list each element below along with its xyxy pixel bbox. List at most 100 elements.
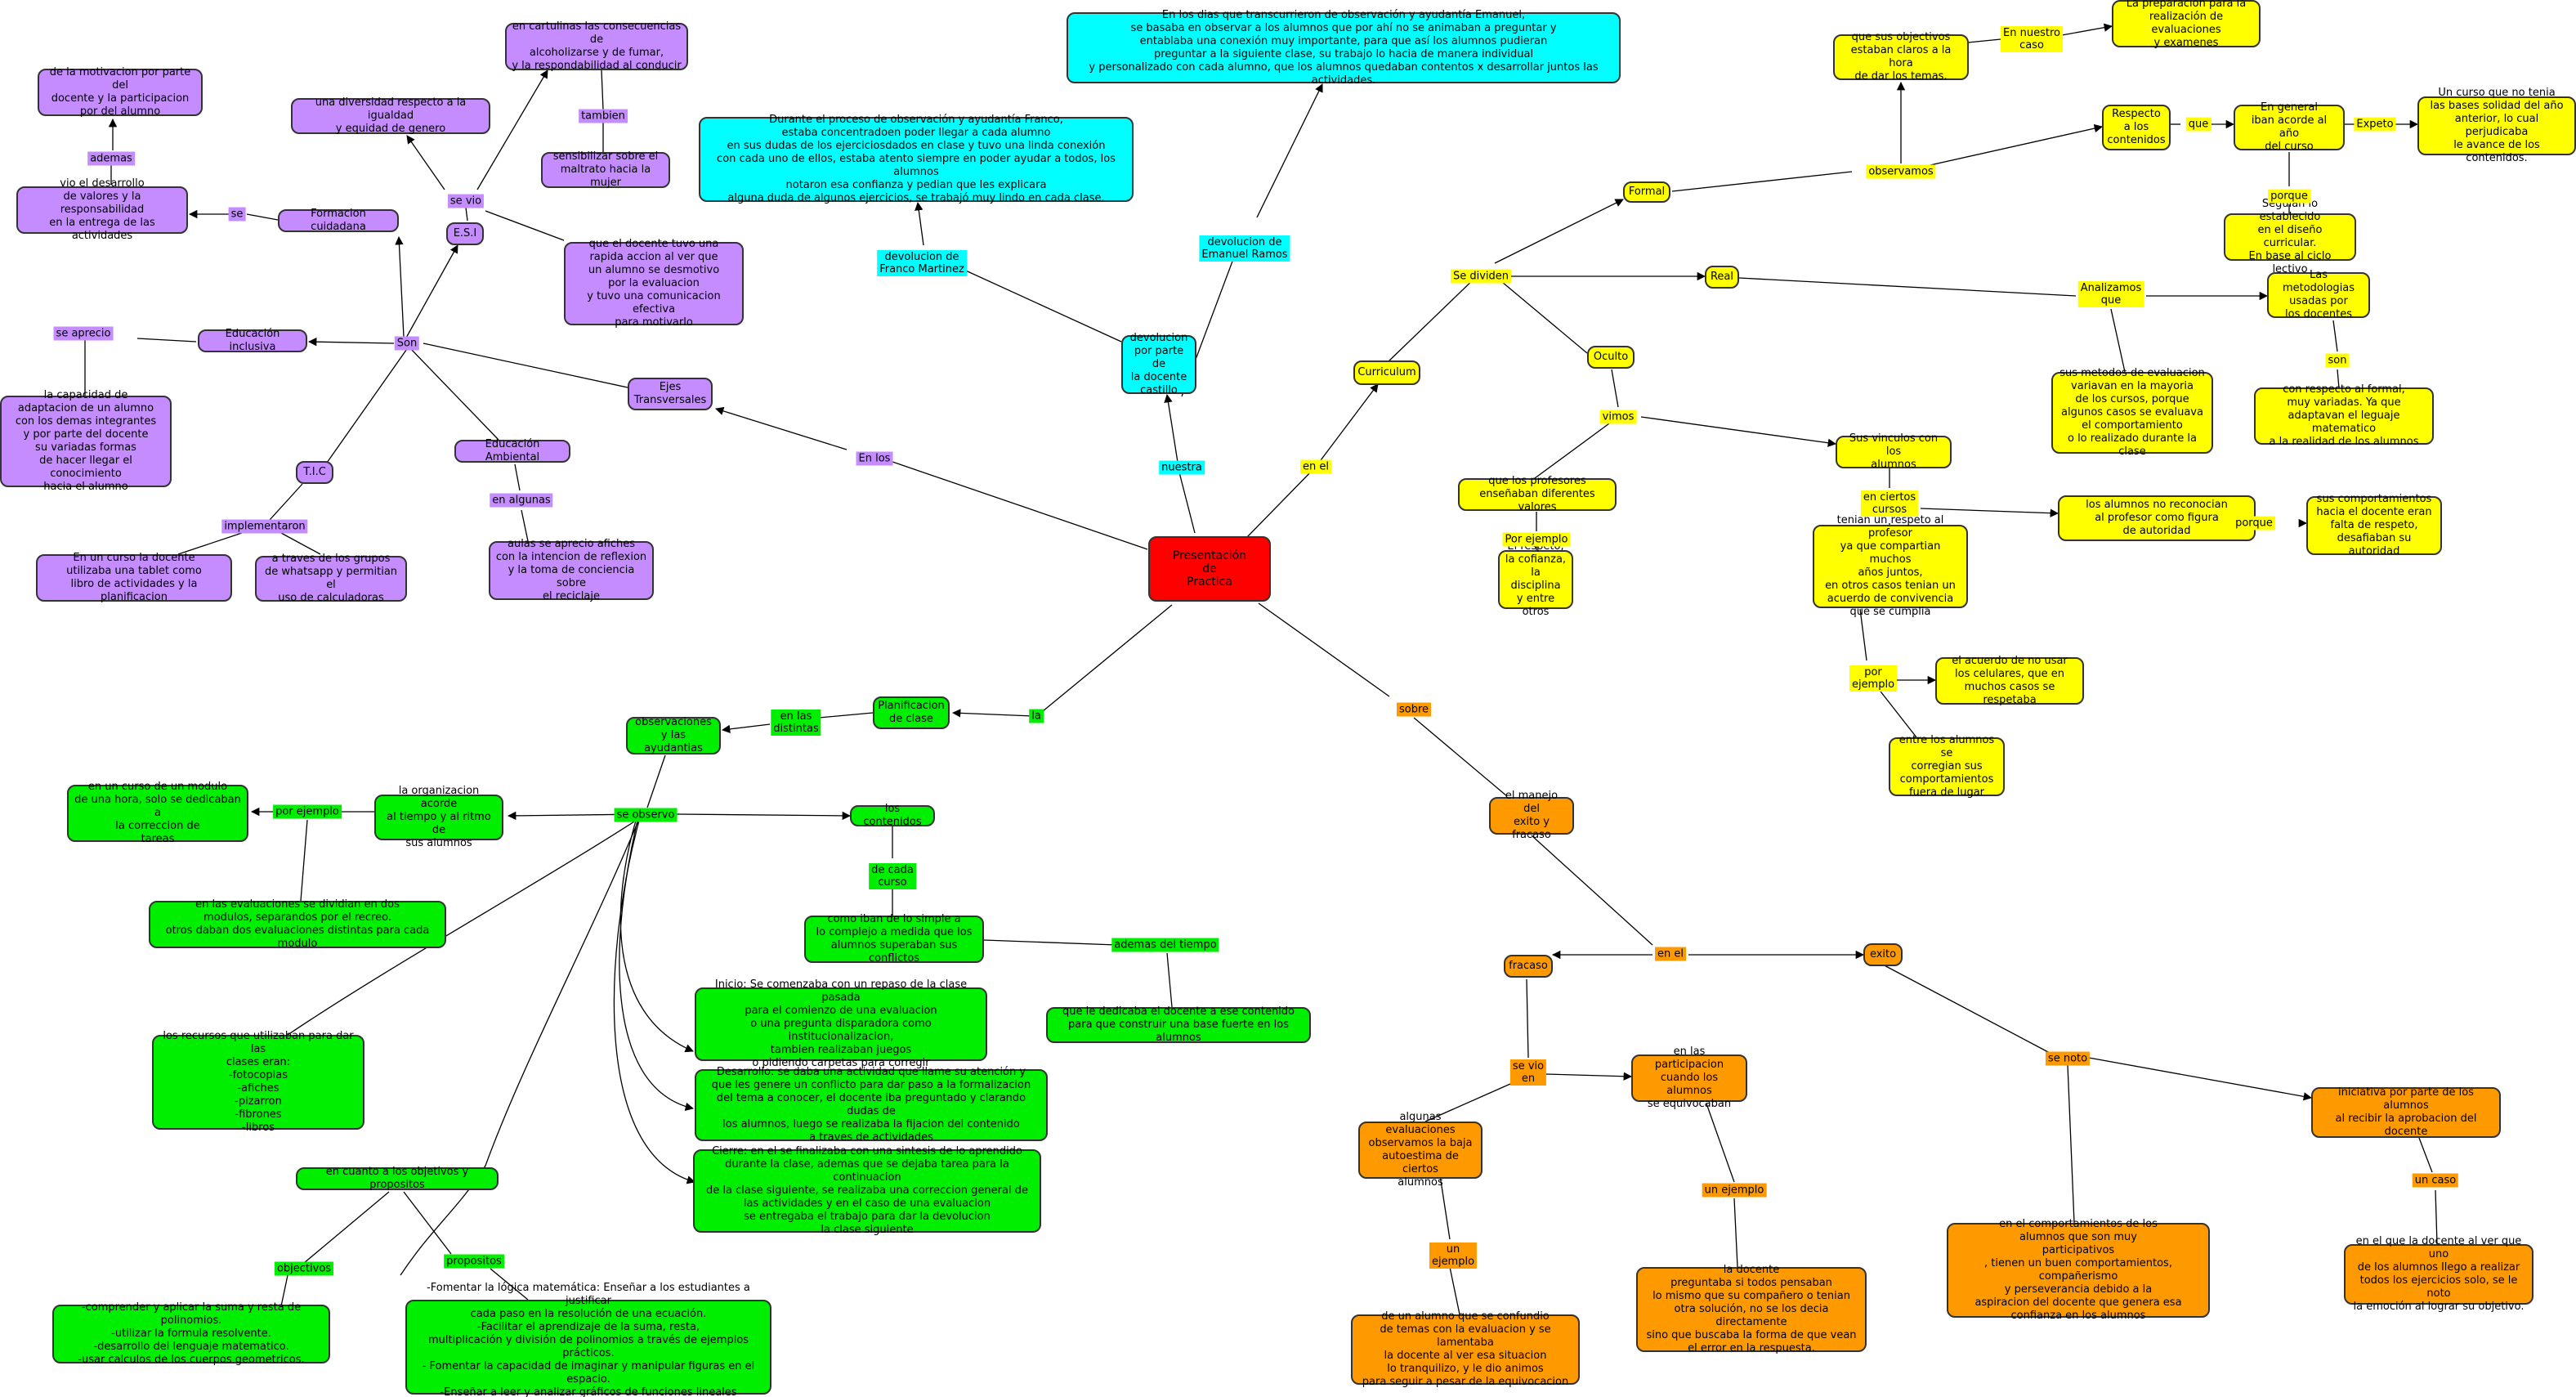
- link-label-porque-vinculos: porque: [2233, 516, 2275, 531]
- curso-modulo-node[interactable]: en un curso de un modulo de una hora, so…: [67, 781, 248, 845]
- link-label-un-ejemplo-fracaso: un ejemplo: [1429, 1243, 1478, 1269]
- educacion-inclusiva-node[interactable]: Educación inclusiva: [198, 328, 307, 353]
- whatsapp-node[interactable]: a traves de los grupos de whatsapp y per…: [255, 553, 407, 604]
- link-label-porque-formal: porque: [2268, 189, 2310, 204]
- afiches-node[interactable]: aulas se aprecio afiches con la intencio…: [489, 538, 654, 602]
- link-label-se-dividen: Se dividen: [1450, 269, 1512, 284]
- link-label-nuestra: nuestra: [1159, 460, 1205, 475]
- alumno-confundio-node[interactable]: de un alumno que se confundio de temas c…: [1351, 1310, 1580, 1388]
- link-label-en-algunas: en algunas: [490, 493, 553, 508]
- link-label-tambien: tambien: [579, 109, 628, 123]
- oculto-node[interactable]: Oculto: [1587, 346, 1635, 369]
- link-label-de-cada-curso: de cada curso: [869, 863, 916, 889]
- link-label-en-el: en el: [1300, 459, 1331, 474]
- base-fuerte-node[interactable]: que le dedicaba el docente a ese conteni…: [1046, 1005, 1311, 1044]
- evaluaciones-modulos-node[interactable]: en las evaluaciones se dividian en dos m…: [149, 898, 446, 950]
- recursos-node[interactable]: los recursos que utilizaban para dar las…: [152, 1030, 364, 1134]
- root-node[interactable]: Presentación de Practica: [1148, 536, 1271, 602]
- cierre-node[interactable]: Cierre: en el se finalizaba con una sint…: [693, 1145, 1041, 1236]
- link-label-devolucion-emanuel: devolucion de Emanuel Ramos: [1199, 235, 1290, 262]
- desarrollo-node[interactable]: Desarrollo: se daba una actividad que ll…: [695, 1066, 1048, 1144]
- fracaso-node[interactable]: fracaso: [1504, 955, 1553, 978]
- formal-node[interactable]: Formal: [1623, 181, 1670, 203]
- seguian-node[interactable]: Seguian lo establecido en el diseño curr…: [2224, 198, 2356, 275]
- docente-pidio-node[interactable]: en el que la docente al ver que uno de l…: [2344, 1235, 2534, 1313]
- respeto-profesor-node[interactable]: tenian un respeto al profesor ya que com…: [1813, 514, 1968, 618]
- en-general-node[interactable]: En general iban acorde al año del curso: [2234, 101, 2345, 153]
- respeto-node[interactable]: El respeto, la cofianza, la disciplina y…: [1498, 540, 1573, 618]
- curriculum-node[interactable]: Curriculum: [1353, 360, 1420, 385]
- diversidad-node[interactable]: una diversidad respecto a la igualdad y …: [291, 96, 490, 135]
- respecto-contenidos-node[interactable]: Respecto a los contenidos: [2102, 105, 2171, 150]
- vio-desarrollo-node[interactable]: vio el desarrollo de valores y la respon…: [16, 177, 188, 242]
- tic-node[interactable]: T.I.C: [296, 461, 333, 484]
- link-label-un-ejemplo-participacion: un ejemplo: [1702, 1183, 1767, 1198]
- objetivos-text-node[interactable]: -comprender y aplicar la suma y resta de…: [52, 1301, 330, 1366]
- cartulinas-node[interactable]: en cartulinas las consecuencias de alcoh…: [505, 20, 688, 72]
- celulares-node[interactable]: el acuerdo de no usar los celulares, que…: [1935, 655, 2084, 706]
- corregian-node[interactable]: entre los alumnos se corregian sus compo…: [1889, 734, 2005, 799]
- profesores-valores-node[interactable]: que los profesores enseñaban diferentes …: [1458, 475, 1617, 513]
- metodologias-node[interactable]: Las metodologias usadas por los docentes: [2267, 269, 2370, 320]
- link-label-en-los: En los: [856, 451, 893, 466]
- link-label-expeto: Expeto: [2354, 117, 2396, 132]
- objetivos-claros-node[interactable]: que sus objectivos estaban claros a la h…: [1833, 31, 1969, 83]
- comportamientos-participativos-node[interactable]: en el comportamientos de los alumnos que…: [1947, 1218, 2210, 1322]
- emanuel-text-node[interactable]: En los dias que transcurrieron de observ…: [1067, 9, 1621, 87]
- docente-preguntaba-node[interactable]: la docente preguntaba si todos pensaban …: [1636, 1264, 1867, 1354]
- link-label-ademas-tiempo: ademas del tiempo: [1111, 938, 1219, 952]
- tablet-node[interactable]: En un curso la docente utilizaba una tab…: [36, 552, 232, 603]
- curso-no-tenia-node[interactable]: Un curso que no tenia las bases solidad …: [2417, 87, 2576, 164]
- iniciativa-node[interactable]: iniciativa por parte de los alumnos al r…: [2311, 1086, 2501, 1138]
- organizacion-node[interactable]: la organizacion acorde al tiempo y al ri…: [374, 785, 503, 849]
- franco-text-node[interactable]: Durante el proceso de observación y ayud…: [699, 114, 1134, 204]
- docente-tuvo-node[interactable]: que el docente tuvo una rapida accion al…: [564, 238, 744, 329]
- link-label-sobre: sobre: [1396, 702, 1432, 717]
- link-label-por-ejemplo-oculto: Por ejemplo: [1502, 532, 1571, 547]
- observaciones-node[interactable]: observaciones y las ayudantias: [626, 716, 721, 754]
- link-label-son: son: [2325, 353, 2350, 368]
- link-label-un-caso: un caso: [2412, 1173, 2459, 1188]
- no-reconocian-node[interactable]: los alumnos no reconocian al profesor co…: [2058, 495, 2256, 541]
- propositos-text-node[interactable]: -Fomentar la lógica matemática: Enseñar …: [405, 1282, 771, 1397]
- sensibilizar-node[interactable]: sensibilizar sobre el maltrato hacia la …: [541, 150, 670, 189]
- participacion-node[interactable]: en las participacion cuando los alumnos …: [1631, 1046, 1747, 1110]
- link-label-por-ejemplo-organizacion: por ejemplo: [273, 804, 342, 819]
- vinculos-node[interactable]: Sus vinculos con los alumnos: [1836, 432, 1952, 471]
- link-label-vimos: vimos: [1599, 410, 1637, 424]
- manejo-node[interactable]: el manejo del exito y fracaso: [1489, 790, 1574, 841]
- link-label-se-vio-en: se vio en: [1509, 1059, 1547, 1086]
- link-label-la: la: [1029, 709, 1044, 723]
- link-label-objectivos: objectivos: [274, 1261, 334, 1276]
- capacidad-node[interactable]: la capacidad de adaptacion de un alumno …: [0, 389, 172, 493]
- esi-node[interactable]: E.S.I: [446, 222, 484, 245]
- link-label-observamos: observamos: [1866, 164, 1936, 179]
- exito-node[interactable]: exito: [1863, 943, 1903, 966]
- simple-complejo-node[interactable]: como iban de lo simple a lo complejo a m…: [804, 913, 984, 965]
- motivacion-node[interactable]: de la motivacion por parte del docente y…: [38, 66, 203, 118]
- link-label-en-el-manejo: en el: [1655, 947, 1686, 961]
- objetivos-propositos-node[interactable]: en cuanto a los objetivos y propositos: [296, 1166, 499, 1191]
- link-label-en-ciertos-cursos: en ciertos cursos: [1860, 490, 1919, 517]
- real-node[interactable]: Real: [1705, 266, 1739, 289]
- devolucion-node[interactable]: devolucion por parte de la docente casti…: [1121, 332, 1196, 396]
- ejes-node[interactable]: Ejes Transversales: [628, 378, 713, 410]
- link-label-son-ejes: Son: [394, 336, 420, 351]
- formacion-node[interactable]: Formacion cuidadana: [278, 208, 399, 233]
- preparacion-node[interactable]: La preparación para la realización de ev…: [2112, 0, 2261, 49]
- link-label-se-vio-esi: se vio: [447, 194, 485, 208]
- link-label-se-noto: se noto: [2045, 1051, 2091, 1066]
- comportamientos-node[interactable]: sus comportamientos hacia el docente era…: [2306, 493, 2442, 557]
- evaluaciones-baja-node[interactable]: algunas evaluaciones observamos la baja …: [1358, 1111, 1483, 1189]
- metodos-eval-node[interactable]: sus metodos de evaluacion variavan en la…: [2051, 367, 2213, 458]
- link-label-ademas: ademas: [87, 151, 135, 166]
- formal-variadas-node[interactable]: con respecto al formal, muy variadas. Ya…: [2254, 383, 2434, 448]
- link-label-por-ejemplo-vinculos: por ejemplo: [1849, 665, 1898, 692]
- educacion-ambiental-node[interactable]: Educación Ambiental: [454, 438, 570, 463]
- link-label-en-nuestro-caso: En nuestro caso: [2001, 26, 2063, 52]
- link-label-en-las-distintas: en las distintas: [771, 710, 821, 736]
- planificacion-node[interactable]: Planificacion de clase: [873, 696, 950, 729]
- inicio-node[interactable]: Inicio: Se comenzaba con un repaso de la…: [695, 978, 987, 1069]
- link-label-se-observo: se observo: [614, 808, 678, 822]
- contenidos-node[interactable]: los contenidos: [850, 803, 935, 828]
